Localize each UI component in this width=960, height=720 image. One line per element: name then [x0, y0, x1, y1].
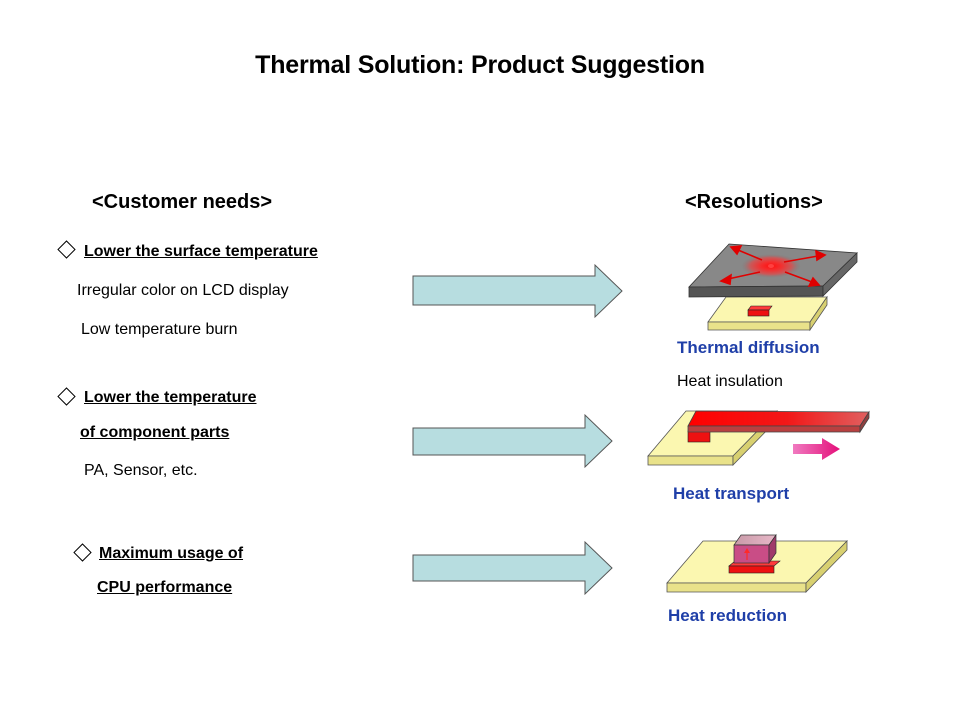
need-3-label-line-1: Maximum usage of — [99, 545, 244, 562]
customer-needs-heading: <Customer needs> — [92, 191, 273, 213]
need-2-label-line-2: of component parts — [80, 424, 230, 441]
need-2-label-line-1: Lower the temperature — [84, 389, 257, 406]
resolution-2-label: Heat transport — [673, 484, 790, 503]
resolution-1-label: Thermal diffusion — [677, 338, 820, 357]
block-arrow-2 — [412, 413, 613, 469]
need-1-detail-1: Irregular color on LCD display — [77, 282, 289, 299]
heat-transport-illustration — [647, 410, 870, 466]
heat-reduction-illustration — [666, 533, 848, 593]
resolutions-heading: <Resolutions> — [685, 191, 823, 213]
page-title: Thermal Solution: Product Suggestion — [255, 51, 705, 79]
thermal-diffusion-illustration — [688, 243, 858, 332]
resolution-3-label: Heat reduction — [668, 606, 788, 625]
need-3-label-line-2: CPU performance — [97, 579, 233, 596]
block-arrow-3 — [412, 540, 613, 596]
need-1-label: Lower the surface temperature — [84, 243, 318, 260]
need-1-detail-2: Low temperature burn — [81, 321, 238, 338]
resolution-1-sublabel: Heat insulation — [677, 373, 783, 390]
block-arrow-1 — [412, 263, 623, 319]
need-2-detail-1: PA, Sensor, etc. — [84, 462, 198, 479]
